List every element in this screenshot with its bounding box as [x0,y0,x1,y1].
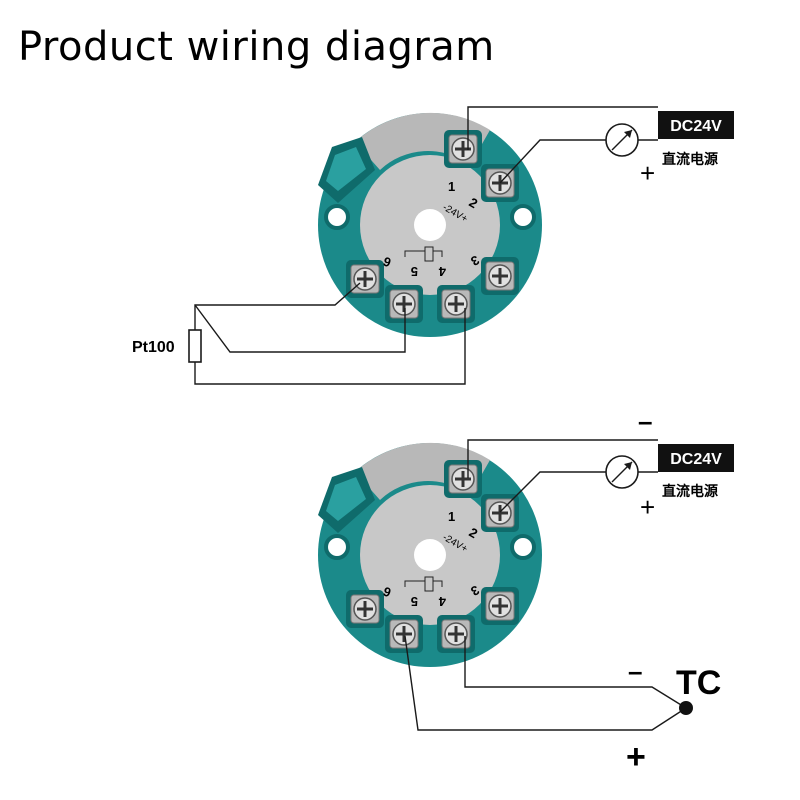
terminal-5 [383,613,425,655]
tc-label: TC [676,664,721,702]
tc-plus-label: + [626,738,646,776]
terminal-3 [479,585,521,627]
power-wiring-bottom: – DC24V 直流电源 + [467,406,734,522]
terminal-label-6: 6 [381,584,393,601]
power-sublabel-bottom: 直流电源 [662,483,718,499]
power-label-bottom: DC24V [670,451,722,468]
terminal-3 [479,255,521,297]
terminal-label-5: 5 [411,594,418,609]
terminal-label-5: 5 [411,264,418,279]
terminal-label-6: 6 [381,254,393,271]
tc-junction-icon [679,701,693,715]
power-plus-top: + [640,158,655,188]
terminal-4 [435,613,477,655]
terminal-5 [383,283,425,325]
page-title: Product wiring diagram [18,24,495,70]
terminal-label-4: 4 [438,594,446,609]
terminal-1 [442,458,484,500]
terminal-1 [442,128,484,170]
power-plus-bottom: + [640,492,655,522]
power-minus-bottom: – [638,406,652,436]
pt100-wiring: Pt100 [132,282,466,385]
tc-minus-label: – [628,656,642,686]
terminal-label-4: 4 [438,264,446,279]
power-sublabel-top: 直流电源 [662,151,718,167]
transmitter-top: 1 2 -24V+ 3 4 5 6 [316,110,544,339]
terminal-2 [479,492,521,534]
terminal-4 [435,283,477,325]
power-label-top: DC24V [670,118,722,135]
pt100-label: Pt100 [132,339,175,356]
terminal-label-1: 1 [448,509,455,524]
tc-wiring: – TC + [404,635,721,776]
pt100-resistor-icon [188,329,202,363]
terminal-label-1: 1 [448,179,455,194]
terminal-6 [344,588,386,630]
transmitter-bottom: 1 2 -24V+ 3 4 5 6 [316,440,544,669]
power-badge-bottom [658,444,734,472]
power-wiring-top: DC24V 直流电源 + [467,106,734,188]
terminal-6 [344,258,386,300]
power-badge-top [658,111,734,139]
